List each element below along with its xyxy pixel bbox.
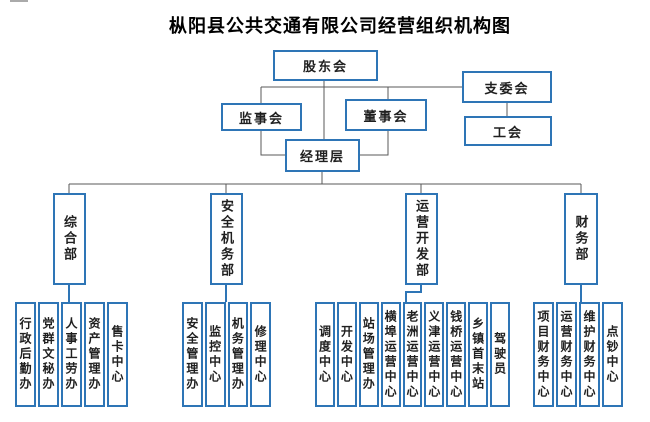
sub-box-cash-counting-center: 点钞中心: [602, 302, 623, 407]
sub-box-drivers: 驾驶员: [490, 302, 511, 407]
sub-box-party-secretarial: 党群文秘办: [38, 302, 59, 407]
sub-box-admin-logistics: 行政后勤办: [15, 302, 36, 407]
subgroup-finance: 项目财务中心 运营财务中心 维护财务中心 点钞中心: [533, 302, 623, 407]
sub-box-safety-management: 安全管理办: [182, 302, 203, 407]
sub-box-card-sales-center: 售卡中心: [107, 302, 128, 407]
sub-box-hr-labor: 人事工劳办: [61, 302, 82, 407]
sub-box-operations-finance: 运营财务中心: [556, 302, 577, 407]
box-board-of-supervisors: 监事会: [221, 103, 302, 131]
sub-box-township-terminals: 乡镇首末站: [468, 302, 489, 407]
box-party-branch-committee: 支委会: [462, 71, 552, 103]
sub-box-project-finance: 项目财务中心: [533, 302, 554, 407]
chart-title: 枞阳县公共交通有限公司经营组织机构图: [169, 16, 511, 36]
sub-box-development-center: 开发中心: [336, 302, 357, 407]
sub-box-qianqiao-operations: 钱桥运营中心: [446, 302, 467, 407]
sub-box-hengbu-operations: 横埠运营中心: [380, 302, 401, 407]
box-dept-operations-development: 运营开发部: [405, 193, 438, 285]
sub-box-laozhou-operations: 老洲运营中心: [402, 302, 423, 407]
box-labor-union: 工会: [464, 116, 552, 146]
box-dept-general: 综合部: [53, 193, 86, 285]
sub-box-mechanical-management: 机务管理办: [227, 302, 249, 407]
box-board-of-directors: 董事会: [345, 99, 427, 131]
sub-box-repair-center: 修理中心: [250, 302, 271, 407]
sub-box-maintenance-finance: 维护财务中心: [579, 302, 600, 407]
box-dept-finance: 财务部: [564, 193, 598, 285]
sub-box-monitoring-center: 监控中心: [204, 302, 226, 407]
box-dept-safety-mechanical: 安全机务部: [210, 193, 243, 285]
scrollbar-artifact: [10, 0, 28, 2]
subgroup-operations-development: 调度中心 开发中心 站场管理办 横埠运营中心 老洲运营中心 义津运营中心 钱桥运…: [315, 302, 511, 407]
sub-box-asset-management: 资产管理办: [84, 302, 105, 407]
subgroup-safety-mechanical: 安全管理办 监控中心 机务管理办 修理中心: [182, 302, 271, 407]
box-management-layer: 经理层: [285, 139, 360, 172]
sub-box-yijin-operations: 义津运营中心: [424, 302, 445, 407]
box-shareholders-meeting: 股东会: [273, 50, 378, 81]
subgroup-general: 行政后勤办 党群文秘办 人事工劳办 资产管理办 售卡中心: [15, 302, 128, 407]
sub-box-dispatch-center: 调度中心: [315, 302, 335, 407]
sub-box-station-management: 站场管理办: [358, 302, 379, 407]
